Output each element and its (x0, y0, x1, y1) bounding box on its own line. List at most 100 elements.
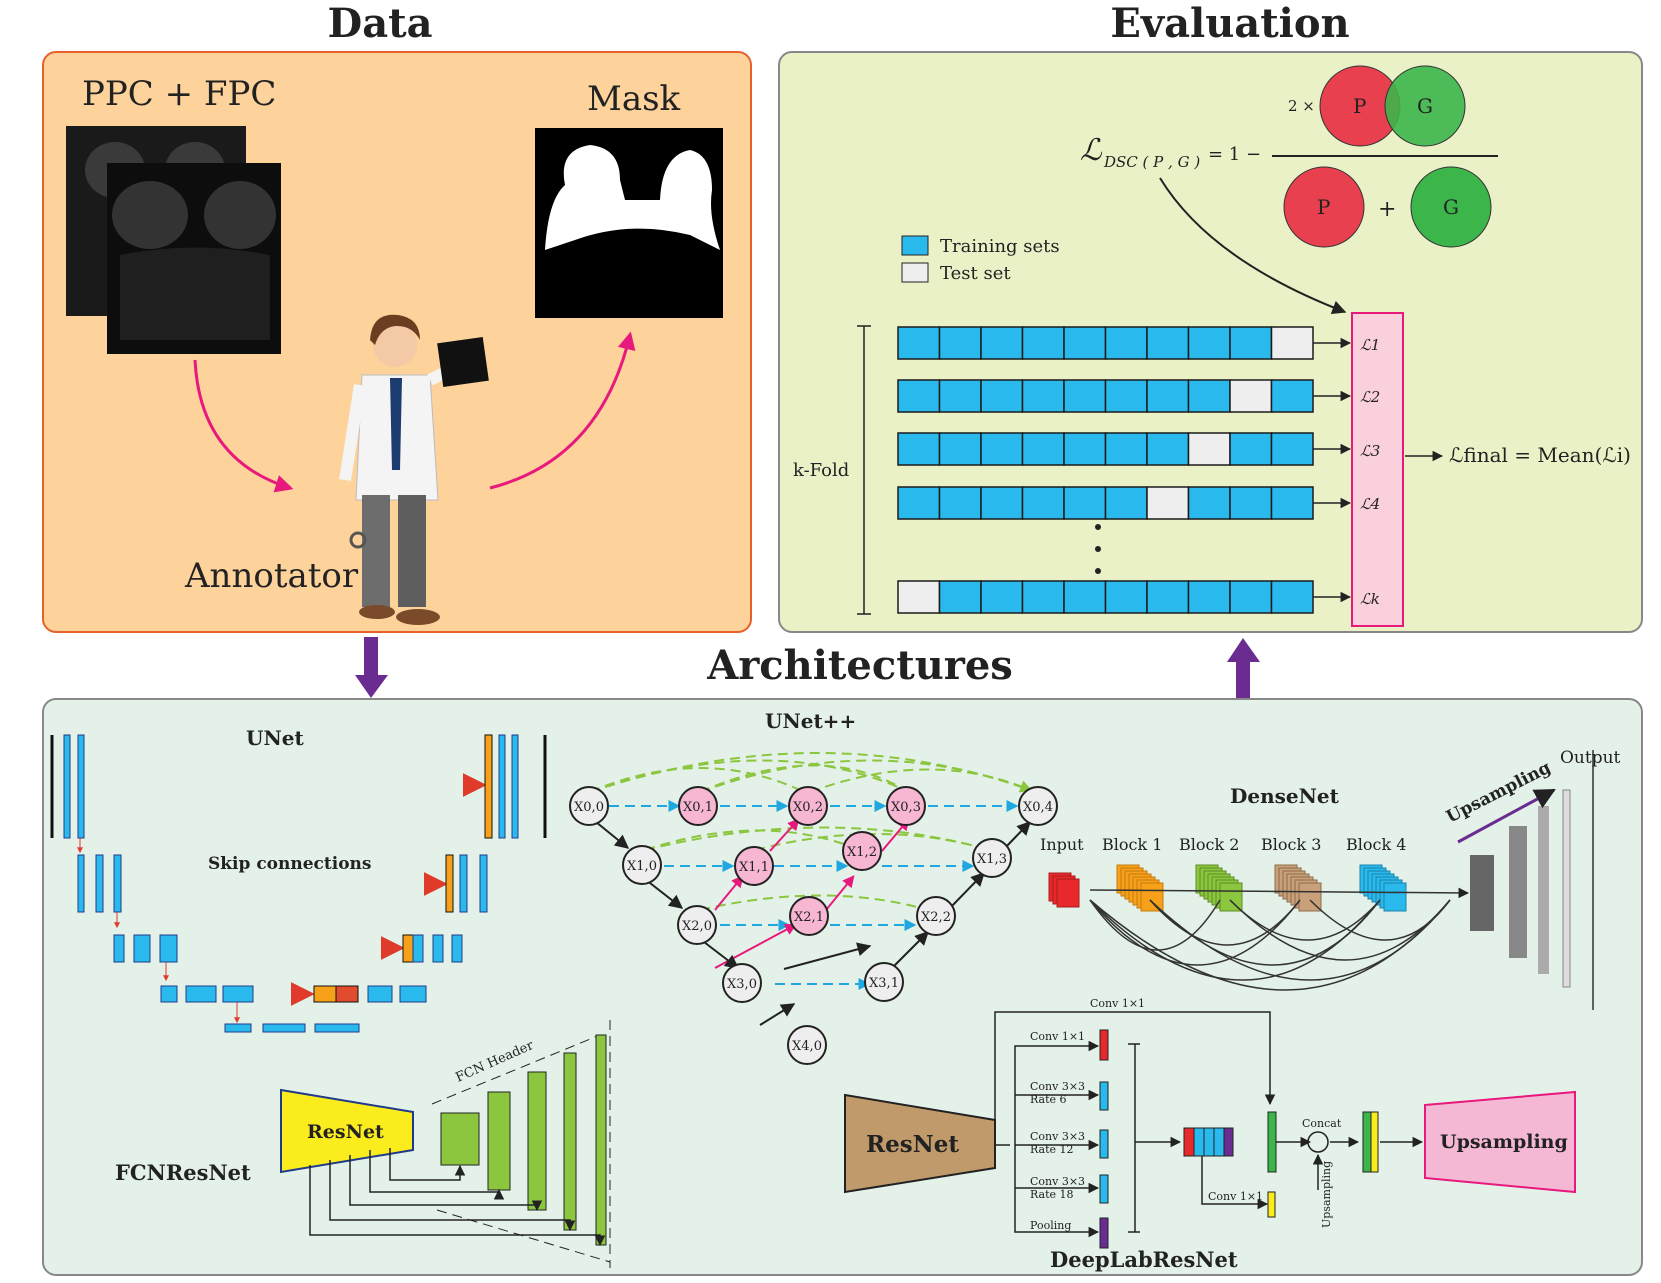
fold-training-cell (980, 379, 1024, 413)
fold-test-cell (1187, 432, 1231, 466)
fold-training-cell (1270, 486, 1314, 520)
unetpp-node (622, 845, 662, 885)
dsc-loss-symbol: ℒ (1080, 133, 1103, 168)
fold-training-cell (938, 580, 982, 614)
deeplab-upsampling-label: Upsampling (1440, 1131, 1568, 1153)
arrow-architectures-to-evaluation (1227, 638, 1260, 698)
deeplab-branch-rate12: Rate 12 (1030, 1143, 1074, 1156)
densenet-block-slice (1298, 882, 1322, 912)
fcn-resnet-label: ResNet (307, 1121, 384, 1143)
deeplab-resnet-label: ResNet (866, 1131, 959, 1158)
mask-label: Mask (587, 79, 681, 119)
p-label-top: P (1353, 94, 1366, 118)
legend-training-swatch (901, 235, 929, 256)
fold-ellipsis (1095, 524, 1101, 574)
fcn-resnet-trapezoid (280, 1088, 414, 1174)
densenet-output-label: Output (1560, 748, 1621, 768)
fold-training-cell (1021, 379, 1065, 413)
fold-training-cell (1229, 580, 1273, 614)
fold-training-cell (938, 486, 982, 520)
densenet-block4-label: Block 4 (1346, 835, 1406, 854)
unetpp-node-label: X2,2 (921, 910, 951, 925)
loss-label-1: ℒ1 (1360, 336, 1380, 354)
fcn-skip-lines (309, 1148, 606, 1247)
unetpp-node-label: X2,1 (794, 910, 824, 925)
densenet-skip-arcs (1089, 887, 1470, 991)
unetpp-node-label: X0,4 (1023, 800, 1053, 815)
data-title: Data (327, 0, 433, 47)
loss-column (1351, 312, 1404, 627)
final-loss-formula: ℒfinal = Mean(ℒi) (1449, 443, 1631, 467)
fcnresnet-title: FCNResNet (115, 1160, 251, 1185)
densenet-blocks (1048, 864, 1407, 912)
densenet-block3-label: Block 3 (1261, 835, 1321, 854)
deeplab-branch-pooling: Pooling (1030, 1219, 1071, 1232)
fcn-header-blocks (431, 1020, 611, 1268)
fold-training-cell (1021, 432, 1065, 466)
g-circle-bottom (1410, 166, 1492, 248)
unetpp-node-label: X4,0 (792, 1039, 822, 1054)
evaluation-title: Evaluation (1110, 0, 1350, 47)
unet-diagram (50, 734, 547, 1033)
fold-training-cell (1104, 379, 1148, 413)
densenet-block2-label: Block 2 (1179, 835, 1239, 854)
deeplab-branch-rate6: Rate 6 (1030, 1093, 1067, 1106)
fold-training-cell (1270, 379, 1314, 413)
kfold-bracket (857, 325, 871, 615)
loss-label-3: ℒ3 (1360, 442, 1380, 460)
unet-skip-label: Skip connections (208, 854, 371, 874)
unetpp-node-label: X1,1 (739, 860, 769, 875)
unetpp-node (787, 1025, 827, 1065)
fold-training-cell (1063, 432, 1107, 466)
kfold-label: k-Fold (793, 460, 849, 481)
deeplab-branch-conv1: Conv 1×1 (1030, 1030, 1085, 1043)
plus-sign: + (1378, 197, 1396, 222)
unetpp-node (1018, 786, 1058, 826)
unetpp-node (788, 786, 828, 826)
fold-training-cell (1104, 326, 1148, 360)
fold-training-cell (1229, 432, 1273, 466)
unetpp-skip-arrows (609, 800, 1019, 990)
densenet-upsampling-arrow (1457, 788, 1556, 844)
fold-training-cell (1187, 580, 1231, 614)
densenet-block-slice (1219, 882, 1243, 912)
fold-training-cell (1021, 580, 1065, 614)
unetpp-node (842, 831, 882, 871)
fold-training-cell (1187, 326, 1231, 360)
fold-training-cell (1146, 580, 1190, 614)
densenet-block-slice (1383, 882, 1407, 912)
densenet-upsampling-label: Upsampling (1443, 758, 1554, 828)
fold-training-cell (1270, 432, 1314, 466)
deeplab-title: DeepLabResNet (1050, 1247, 1238, 1272)
fold-training-cell (1187, 486, 1231, 520)
g-label-bottom: G (1443, 195, 1459, 219)
unetpp-node-label: X0,2 (793, 800, 823, 815)
architectures-title: Architectures (707, 642, 1013, 689)
loss-label-k: ℒk (1360, 590, 1380, 608)
fold-training-cell (938, 379, 982, 413)
fold-test-cell (1229, 379, 1273, 413)
p-circle-bottom (1283, 166, 1365, 248)
fold-training-cell (938, 432, 982, 466)
unetpp-node (972, 838, 1012, 878)
fold-training-cell (938, 326, 982, 360)
unetpp-node (916, 896, 956, 936)
fold-training-cell (1146, 432, 1190, 466)
fold-training-cell (1104, 580, 1148, 614)
annotator-label: Annotator (184, 556, 359, 596)
arrow-to-mask (489, 331, 636, 490)
deeplab-conv-bottom: Conv 1×1 (1208, 1190, 1263, 1203)
two-times: 2 × (1288, 97, 1315, 115)
unetpp-node-label: X1,0 (627, 859, 657, 874)
fold-training-cell (897, 486, 941, 520)
unetpp-node-label: X0,0 (574, 800, 604, 815)
unetpp-node-label: X2,0 (682, 919, 712, 934)
unetpp-node (734, 846, 774, 886)
fold-training-cell (1104, 486, 1148, 520)
densenet-input-label: Input (1040, 835, 1084, 854)
fold-training-cell (1146, 326, 1190, 360)
deeplab-branch-rate18: Rate 18 (1030, 1188, 1074, 1201)
g-label-top: G (1417, 94, 1433, 118)
deeplab-branches (994, 1011, 1424, 1238)
